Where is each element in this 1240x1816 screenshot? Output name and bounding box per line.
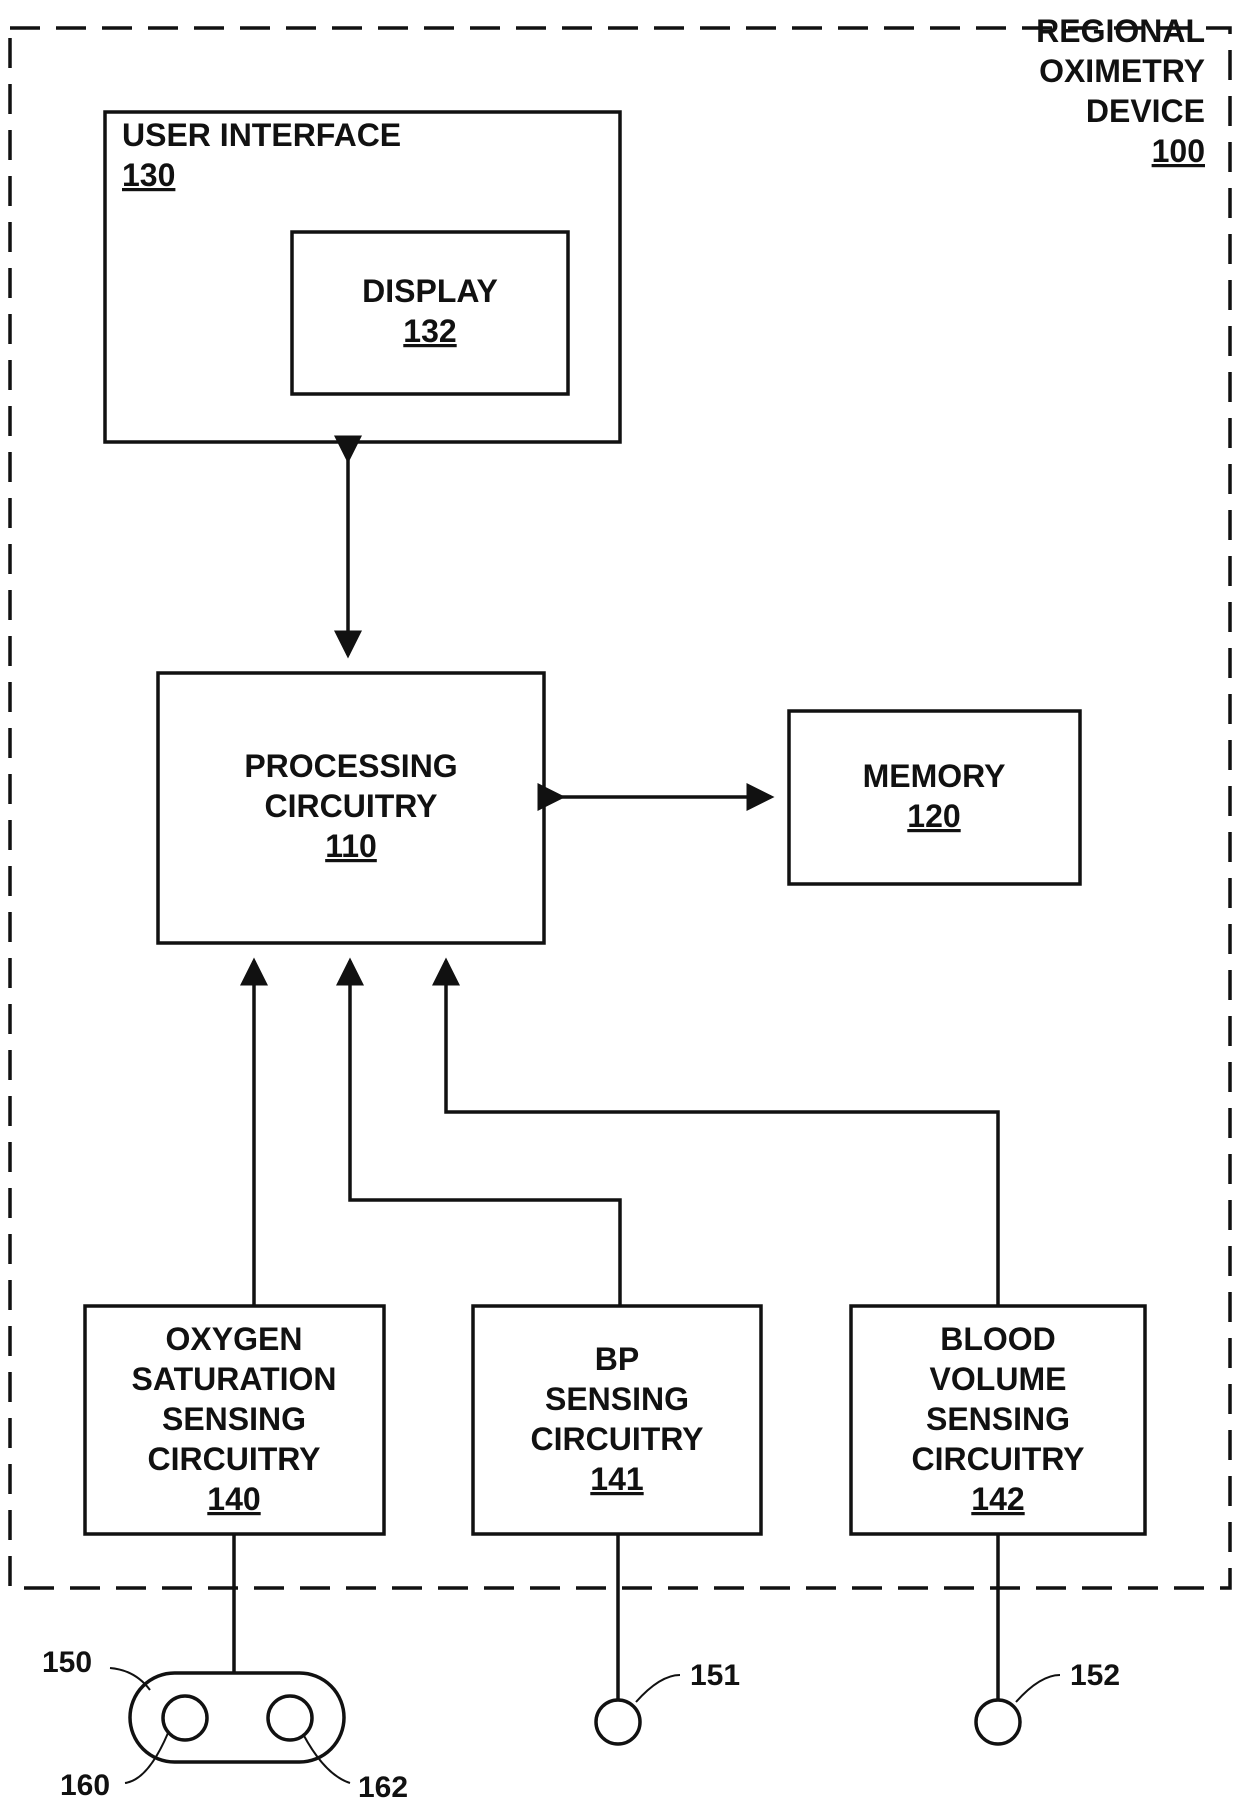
emitter-left-label: 160 [60, 1769, 110, 1802]
blood-volume-ref: 142 [971, 1481, 1024, 1517]
blood-volume-title-line-1: BLOOD [940, 1321, 1056, 1357]
bp-sensor-leader [636, 1675, 680, 1702]
probe-label: 150 [42, 1646, 92, 1679]
bp-ref: 141 [590, 1461, 643, 1497]
bp-title-line-3: CIRCUITRY [530, 1421, 703, 1457]
bp-to-processing-arrow [350, 961, 620, 1306]
device-title-line-2: OXIMETRY [1039, 53, 1205, 89]
blood-volume-to-processing-arrow [446, 961, 998, 1306]
device-title-line-3: DEVICE [1086, 93, 1205, 129]
memory-block: MEMORY 120 [789, 711, 1080, 884]
display-title: DISPLAY [362, 273, 498, 309]
bp-sensing-block: BP SENSING CIRCUITRY 141 [473, 1306, 761, 1534]
processing-title-line-2: CIRCUITRY [264, 788, 437, 824]
emitter-right-leader [303, 1734, 350, 1783]
processing-title-line-1: PROCESSING [244, 748, 457, 784]
device-label: REGIONAL OXIMETRY DEVICE 100 [1036, 13, 1205, 169]
blood-volume-title-line-2: VOLUME [930, 1361, 1067, 1397]
processing-ref: 110 [325, 828, 377, 864]
bp-title-line-2: SENSING [545, 1381, 689, 1417]
memory-title: MEMORY [863, 758, 1006, 794]
bv-sensor-label: 152 [1070, 1659, 1120, 1692]
display-block: DISPLAY 132 [292, 232, 568, 394]
device-title-line-1: REGIONAL [1036, 13, 1205, 49]
user-interface-title: USER INTERFACE [122, 117, 401, 153]
processing-circuitry-block: PROCESSING CIRCUITRY 110 [158, 673, 544, 943]
oxygen-ref: 140 [207, 1481, 260, 1517]
bp-title-line-1: BP [595, 1341, 639, 1377]
oxygen-title-line-3: SENSING [162, 1401, 306, 1437]
emitter-right [268, 1696, 312, 1740]
device-ref: 100 [1152, 133, 1205, 169]
emitter-right-label: 162 [358, 1771, 408, 1804]
oxygen-title-line-1: OXYGEN [166, 1321, 303, 1357]
oxygen-saturation-block: OXYGEN SATURATION SENSING CIRCUITRY 140 [85, 1306, 384, 1534]
bp-sensor-label: 151 [690, 1659, 740, 1692]
display-ref: 132 [403, 313, 456, 349]
blood-volume-title-line-4: CIRCUITRY [911, 1441, 1084, 1477]
bv-sensor-leader [1016, 1675, 1060, 1702]
memory-ref: 120 [907, 798, 960, 834]
blood-volume-block: BLOOD VOLUME SENSING CIRCUITRY 142 [851, 1306, 1145, 1534]
oxygen-title-line-2: SATURATION [131, 1361, 336, 1397]
bp-sensor [596, 1700, 640, 1744]
emitter-left [163, 1696, 207, 1740]
oxygen-title-line-4: CIRCUITRY [147, 1441, 320, 1477]
bv-sensor [976, 1700, 1020, 1744]
emitter-left-leader [125, 1733, 168, 1783]
blood-volume-title-line-3: SENSING [926, 1401, 1070, 1437]
user-interface-ref: 130 [122, 157, 175, 193]
